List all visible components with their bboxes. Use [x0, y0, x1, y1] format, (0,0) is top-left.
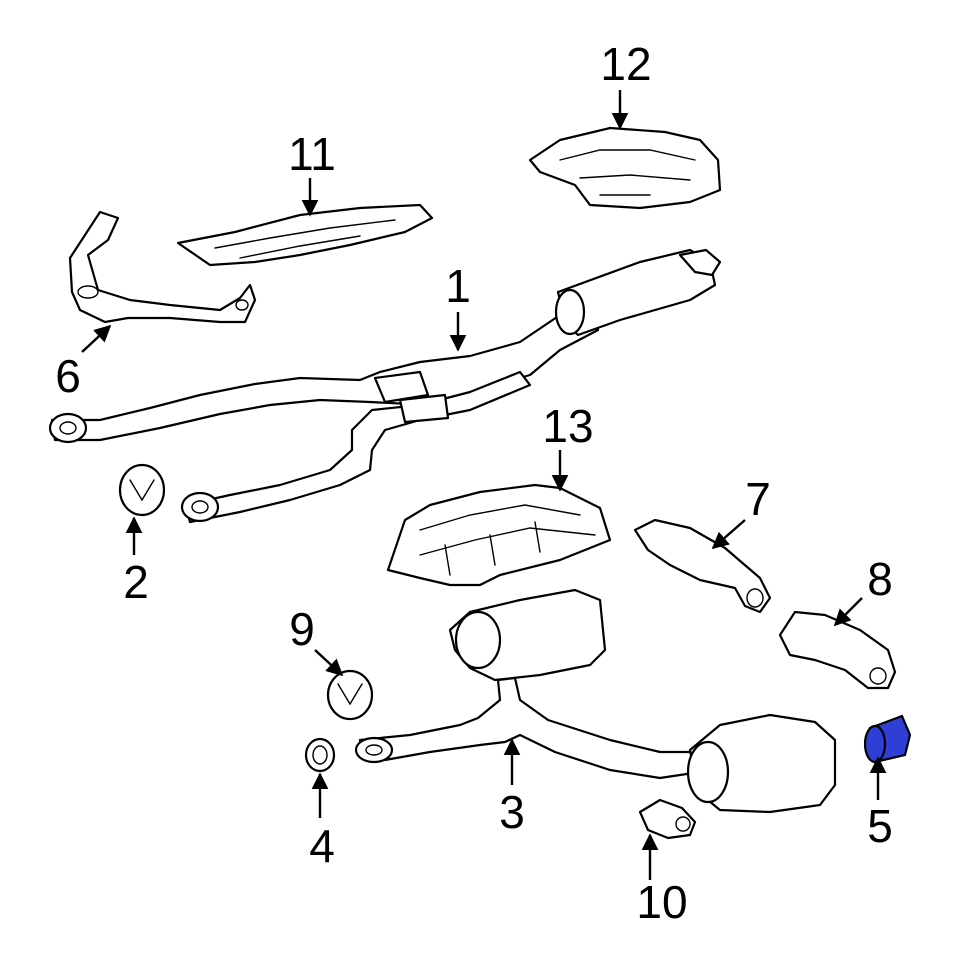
- callout-3: 3: [499, 786, 525, 838]
- part-2-hanger[interactable]: [118, 463, 166, 517]
- callout-13: 13: [542, 400, 593, 452]
- part-5-exhaust-tip[interactable]: [863, 714, 912, 764]
- part-8-bracket[interactable]: [778, 610, 897, 690]
- callout-10: 10: [636, 876, 687, 928]
- callout-5: 5: [867, 800, 893, 852]
- part-13-heat-shield[interactable]: [386, 483, 612, 587]
- callout-8: 8: [867, 553, 893, 605]
- part-10-valve[interactable]: [638, 798, 697, 840]
- leader-6: [81, 324, 112, 353]
- leader-9: [314, 649, 344, 677]
- leader-lines: [81, 90, 887, 880]
- callout-6: 6: [55, 350, 81, 402]
- part-12-heat-shield[interactable]: [528, 126, 722, 210]
- part-3-rear-pipe-mufflers[interactable]: [354, 588, 837, 814]
- part-7-bracket[interactable]: [633, 518, 772, 614]
- callout-9: 9: [289, 603, 315, 655]
- leader-8: [833, 597, 863, 627]
- callout-2: 2: [123, 556, 149, 608]
- part-1-front-pipe-assembly[interactable]: [48, 248, 722, 524]
- callout-7: 7: [745, 473, 771, 525]
- callout-12: 12: [600, 38, 651, 90]
- callout-1: 1: [445, 260, 471, 312]
- callout-11: 11: [288, 128, 336, 180]
- callout-4: 4: [309, 820, 335, 872]
- callout-labels: 1 2 3 4 5 6 7 8 9 10 11 12 13: [55, 38, 893, 928]
- part-11-heat-shield[interactable]: [176, 203, 434, 267]
- part-6-bracket[interactable]: [68, 210, 257, 324]
- part-4-gasket[interactable]: [304, 737, 336, 773]
- part-9-hanger[interactable]: [326, 669, 374, 721]
- leader-7: [711, 519, 746, 550]
